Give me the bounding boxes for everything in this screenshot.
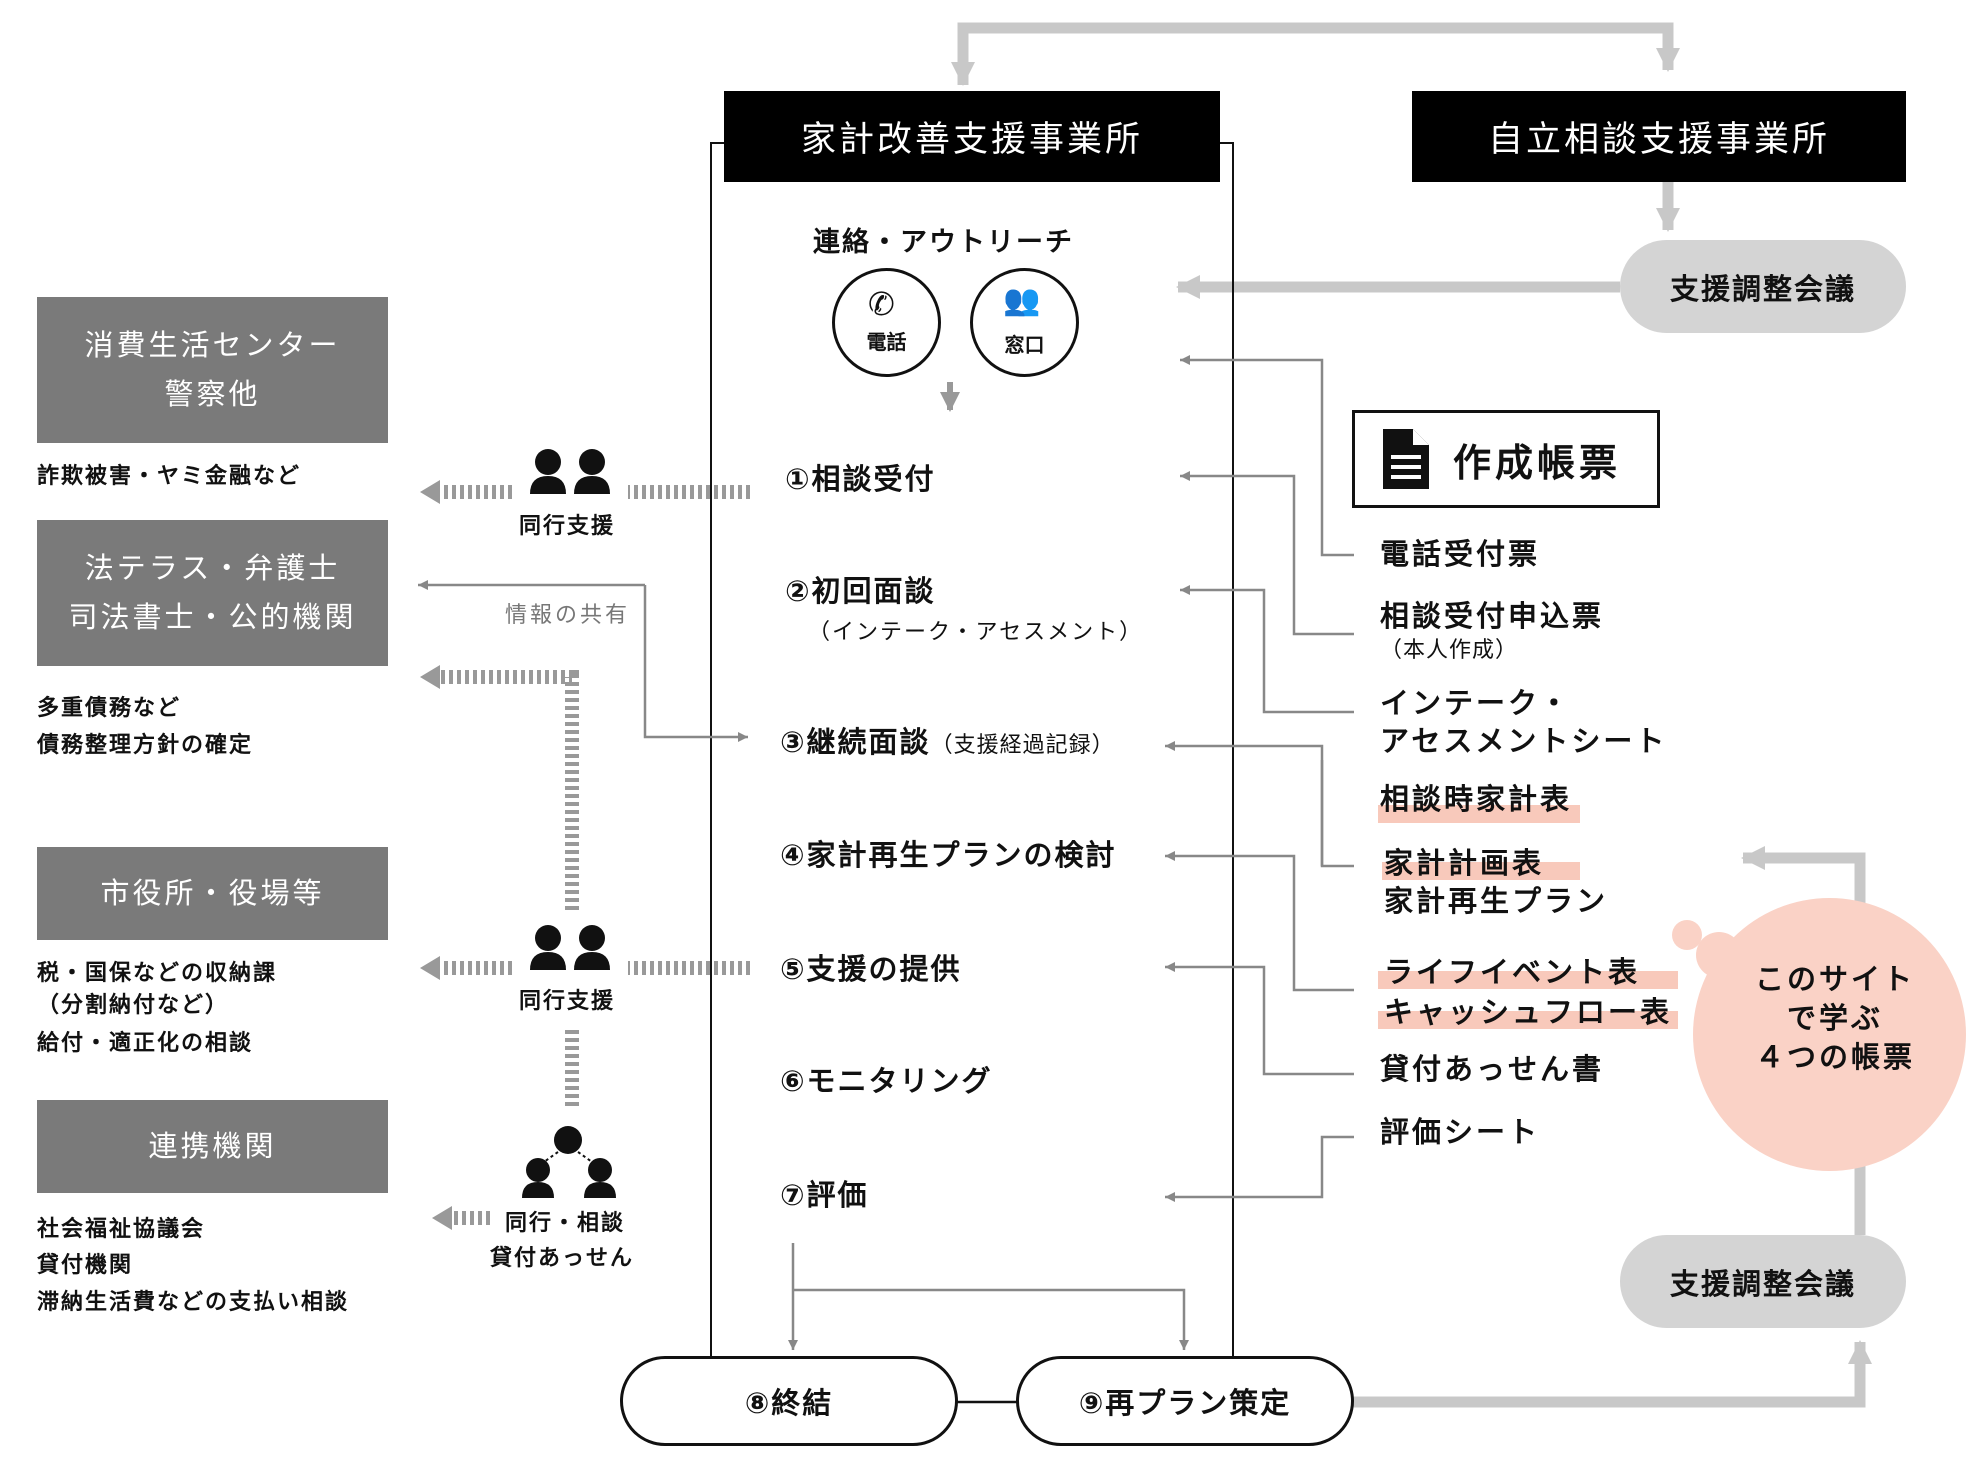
org-note: 債務整理方針の確定	[37, 733, 254, 759]
org-note: 社会福祉協議会	[37, 1217, 206, 1242]
org-note: 給付・適正化の相談	[37, 1030, 254, 1056]
org-notes: 社会福祉協議会 貸付機関 滞納生活費などの支払い相談	[37, 1212, 349, 1321]
org-notes: 税・国保などの収納課 （分割納付など） 給付・適正化の相談	[37, 958, 277, 1060]
people-icon	[530, 449, 610, 970]
form-cashflow: キャッシュフロー表	[1384, 995, 1673, 1029]
form-sub-note: （本人作成）	[1380, 638, 1519, 664]
highlight-bar	[1382, 862, 1580, 880]
org-name-line: 連携機関	[148, 1128, 277, 1163]
form-evaluation-sheet: 評価シート	[1380, 1115, 1541, 1149]
step-2: ②初回面談	[785, 574, 936, 608]
org-note: 多重債務など	[37, 696, 182, 721]
org-name-line: 法テラス・弁護士	[84, 550, 341, 585]
org-consumer-center: 消費生活センター 警察他	[37, 297, 388, 443]
org-note: （分割納付など）	[37, 992, 230, 1018]
replan-node: ⑨再プラン策定	[1016, 1356, 1354, 1446]
org-note: 滞納生活費などの支払い相談	[37, 1289, 350, 1315]
highlight-bar	[1378, 971, 1678, 989]
counter-label: 窓口	[1004, 333, 1045, 357]
org-partners: 連携機関	[37, 1100, 388, 1193]
highlight-bar	[1378, 805, 1580, 823]
form-household-recovery-plan: 家計再生プラン	[1384, 884, 1609, 918]
form-connectors	[1165, 355, 1354, 1202]
kakei-office-header: 家計改善支援事業所	[724, 91, 1220, 182]
form-life-event: ライフイベント表	[1384, 955, 1641, 989]
document-icon	[1383, 429, 1429, 489]
highlight-bar	[1378, 1011, 1678, 1029]
replan-to-meeting-arrow	[1350, 1340, 1872, 1408]
step-3-sub: （支援経過記録）	[930, 733, 1115, 758]
counter-circle: 👥 窓口	[970, 268, 1079, 377]
step-1: ①相談受付	[785, 462, 936, 496]
org-name-line: 市役所・役場等	[100, 875, 325, 910]
info-share-label: 情報の共有	[505, 603, 631, 628]
form-intake-2: アセスメントシート	[1380, 724, 1668, 758]
org-legal: 法テラス・弁護士 司法書士・公的機関	[37, 520, 388, 666]
form-household-plan-table: 家計計画表	[1384, 846, 1545, 880]
contact-title: 連絡・アウトリーチ	[813, 227, 1074, 258]
consult-people-icon	[522, 1126, 616, 1198]
dashed-arrows	[438, 485, 750, 1225]
form-loan-mediation: 貸付あっせん書	[1380, 1052, 1605, 1086]
top-loop-arrow	[951, 22, 1680, 86]
accompany-label-1: 同行支援	[519, 514, 616, 539]
step-2-sub: （インテーク・アセスメント）	[808, 620, 1144, 645]
org-name-line: 警察他	[164, 377, 261, 411]
loan-mediation-label: 貸付あっせん	[490, 1246, 635, 1271]
step-4: ④家計再生プランの検討	[780, 838, 1117, 872]
org-city-hall: 市役所・役場等	[37, 847, 388, 940]
support-meeting-top: 支援調整会議	[1620, 240, 1906, 333]
step-5: ⑤支援の提供	[780, 952, 962, 986]
org-name-line: 消費生活センター	[84, 327, 341, 362]
accompany-label-2: 同行支援	[519, 989, 616, 1014]
phone-icon: ✆	[868, 285, 895, 323]
org-note: 税・国保などの収納課	[37, 961, 278, 986]
accompany-consult-label: 同行・相談	[505, 1211, 626, 1236]
org-notes: 多重債務など 債務整理方針の確定	[37, 690, 253, 765]
org-name-line: 司法書士・公的機関	[68, 600, 357, 634]
form-phone-receipt: 電話受付票	[1380, 537, 1541, 571]
step-6: ⑥モニタリング	[780, 1064, 993, 1098]
site-note-text: このサイト で学ぶ ４つの帳票	[1754, 962, 1915, 1075]
counter-staff-icon: 👥	[1003, 283, 1041, 318]
close-node: ⑧終結	[620, 1356, 958, 1446]
form-consult-application: 相談受付申込票 （本人作成）	[1380, 597, 1604, 666]
support-meeting-bottom: 支援調整会議	[1620, 1235, 1906, 1328]
jiritsu-office-header: 自立相談支援事業所	[1412, 91, 1906, 182]
phone-circle: ✆ 電話	[832, 268, 941, 377]
phone-label: 電話	[866, 330, 907, 354]
org-note: 貸付機関	[37, 1253, 134, 1279]
form-intake-1: インテーク・	[1380, 686, 1572, 720]
site-note-bubble	[1693, 898, 1966, 1171]
process-frame	[710, 142, 1234, 1360]
evaluation-branch-lines	[788, 1243, 1189, 1350]
form-household-at-consult: 相談時家計表	[1380, 782, 1573, 816]
org-note: 詐欺被害・ヤミ金融など	[37, 464, 302, 489]
forms-title-box: 作成帳票	[1352, 410, 1660, 508]
info-share-line	[418, 580, 748, 742]
step-3: ③継続面談（支援経過記録）	[780, 725, 1115, 759]
step-7: ⑦評価	[780, 1178, 869, 1212]
forms-title: 作成帳票	[1453, 440, 1622, 485]
dashed-arrow-heads	[420, 480, 452, 1230]
